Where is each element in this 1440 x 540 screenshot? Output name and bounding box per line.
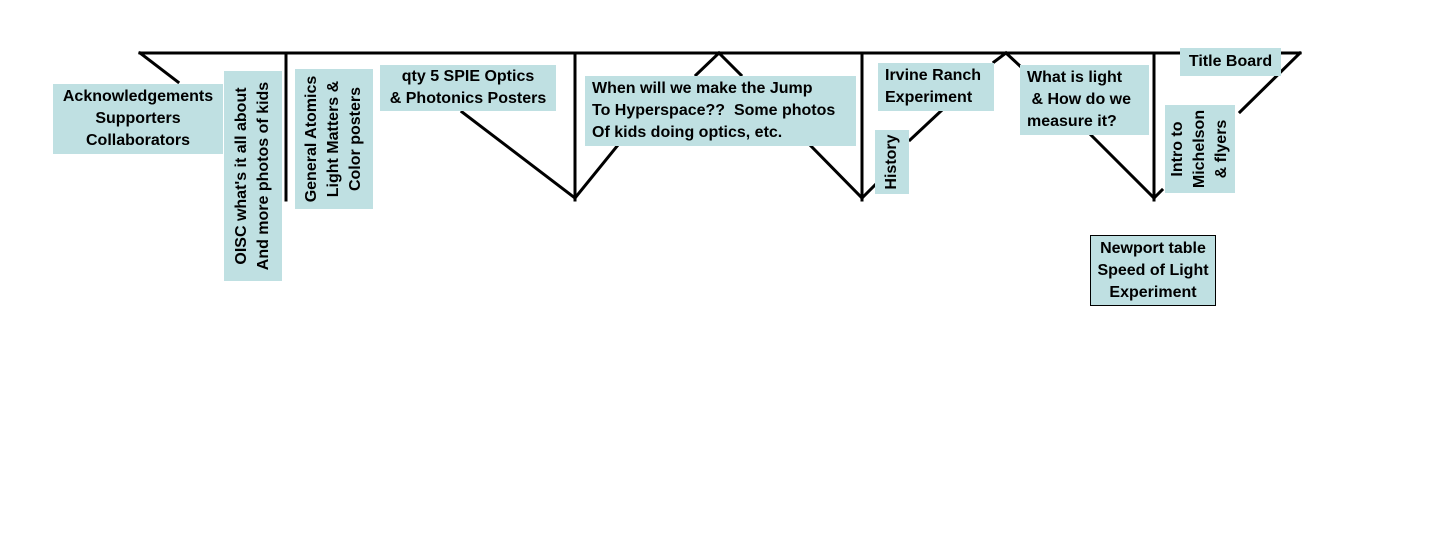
- label-history: History: [875, 130, 909, 194]
- panel-5-left-diagonal-low: [1151, 187, 1165, 201]
- panel-1-left-diagonal: [137, 50, 181, 85]
- panel-3-right-diagonal-high: [716, 50, 744, 78]
- panel-3-left-diagonal-low: [572, 142, 621, 201]
- panel-4-left-diagonal-high: [991, 50, 1009, 65]
- label-michelson: Intro to Michelson & flyers: [1165, 105, 1235, 193]
- label-title-board: Title Board: [1180, 48, 1281, 76]
- label-what-is-light: What is light & How do we measure it?: [1020, 65, 1149, 135]
- panel-4-right-diagonal-high: [1003, 50, 1023, 69]
- label-general-atomics: General Atomics Light Matters & Color po…: [295, 69, 373, 209]
- label-oisc-about: OISC what's it all about And more photos…: [224, 71, 282, 281]
- label-spie-posters: qty 5 SPIE Optics & Photonics Posters: [380, 65, 556, 111]
- panel-5-right-diagonal: [1237, 50, 1303, 115]
- label-acknowledgements: Acknowledgements Supporters Collaborator…: [53, 84, 223, 154]
- panel-4-left-diagonal-mid: [907, 107, 945, 143]
- label-hyperspace: When will we make the Jump To Hyperspace…: [585, 76, 856, 146]
- panel-2-right-diagonal: [459, 109, 578, 201]
- panel-3-right-diagonal-low: [807, 142, 865, 201]
- panel-4-left-diagonal-low: [859, 181, 879, 201]
- label-irvine-ranch: Irvine Ranch Experiment: [878, 63, 994, 111]
- panel-3-left-diagonal-high: [693, 50, 722, 78]
- label-newport-table: Newport table Speed of Light Experiment: [1090, 235, 1216, 306]
- panel-4-right-diagonal-low: [1087, 131, 1157, 201]
